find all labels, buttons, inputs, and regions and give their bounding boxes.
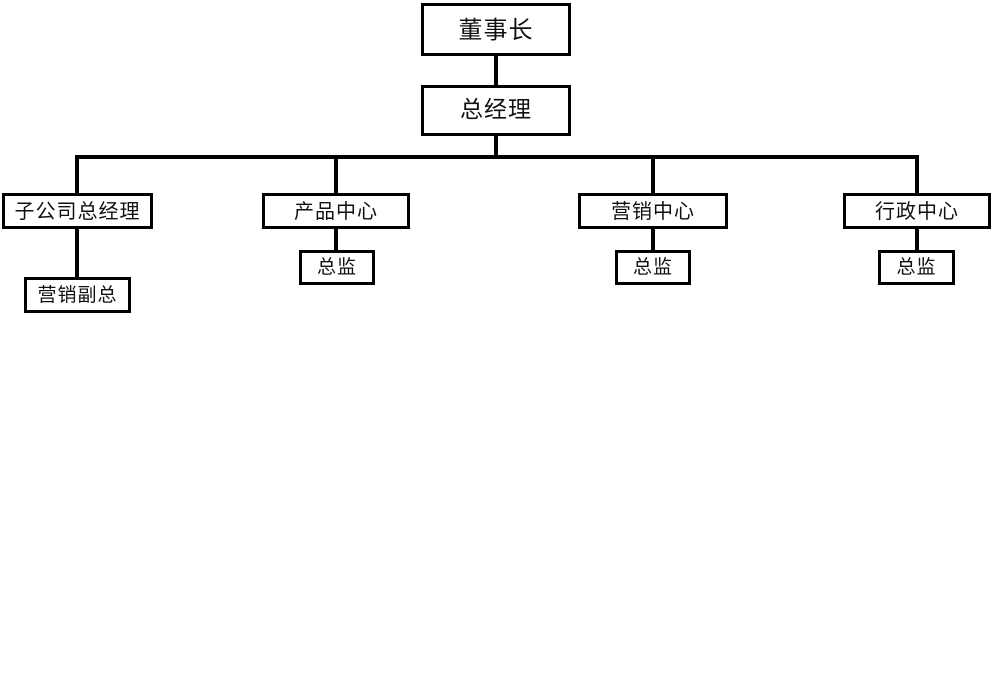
connector-marketing-center-to-director [651, 228, 655, 252]
connector-gm-to-bus [494, 136, 498, 157]
connector-bus-to-marketing-center [651, 155, 655, 195]
node-vp-sales-label: 营销副总 [37, 283, 118, 306]
node-chairman-label: 董事长 [458, 15, 534, 44]
node-marketing-center-label: 营销中心 [611, 199, 695, 223]
node-director-product-label: 总监 [316, 256, 357, 278]
connector-product-center-to-director [334, 228, 338, 252]
node-admin-center[interactable]: 行政中心 [843, 193, 991, 229]
node-director-admin-label: 总监 [896, 256, 937, 278]
node-subsidiary-general-manager[interactable]: 子公司总经理 [2, 193, 153, 229]
connector-bus-to-product-center [334, 155, 338, 195]
connector-chairman-to-gm [494, 56, 498, 86]
node-vp-sales[interactable]: 营销副总 [24, 277, 131, 313]
node-subsidiary-general-manager-label: 子公司总经理 [14, 199, 141, 223]
node-marketing-center[interactable]: 营销中心 [578, 193, 728, 229]
node-director-admin[interactable]: 总监 [878, 250, 955, 285]
connector-admin-center-to-director [915, 228, 919, 252]
node-admin-center-label: 行政中心 [875, 199, 959, 223]
node-director-marketing-label: 总监 [632, 256, 673, 278]
node-chairman[interactable]: 董事长 [421, 3, 571, 56]
node-general-manager-label: 总经理 [460, 97, 532, 123]
node-director-product[interactable]: 总监 [299, 250, 375, 285]
node-general-manager[interactable]: 总经理 [421, 85, 571, 136]
connector-horizontal-bus [77, 155, 918, 159]
connector-bus-to-admin-center [915, 155, 919, 195]
node-product-center[interactable]: 产品中心 [262, 193, 410, 229]
node-director-marketing[interactable]: 总监 [615, 250, 691, 285]
connector-bus-to-subsidiary-gm [75, 155, 79, 195]
connector-subsidiary-gm-to-vp-sales [75, 228, 79, 279]
node-product-center-label: 产品中心 [294, 199, 378, 223]
